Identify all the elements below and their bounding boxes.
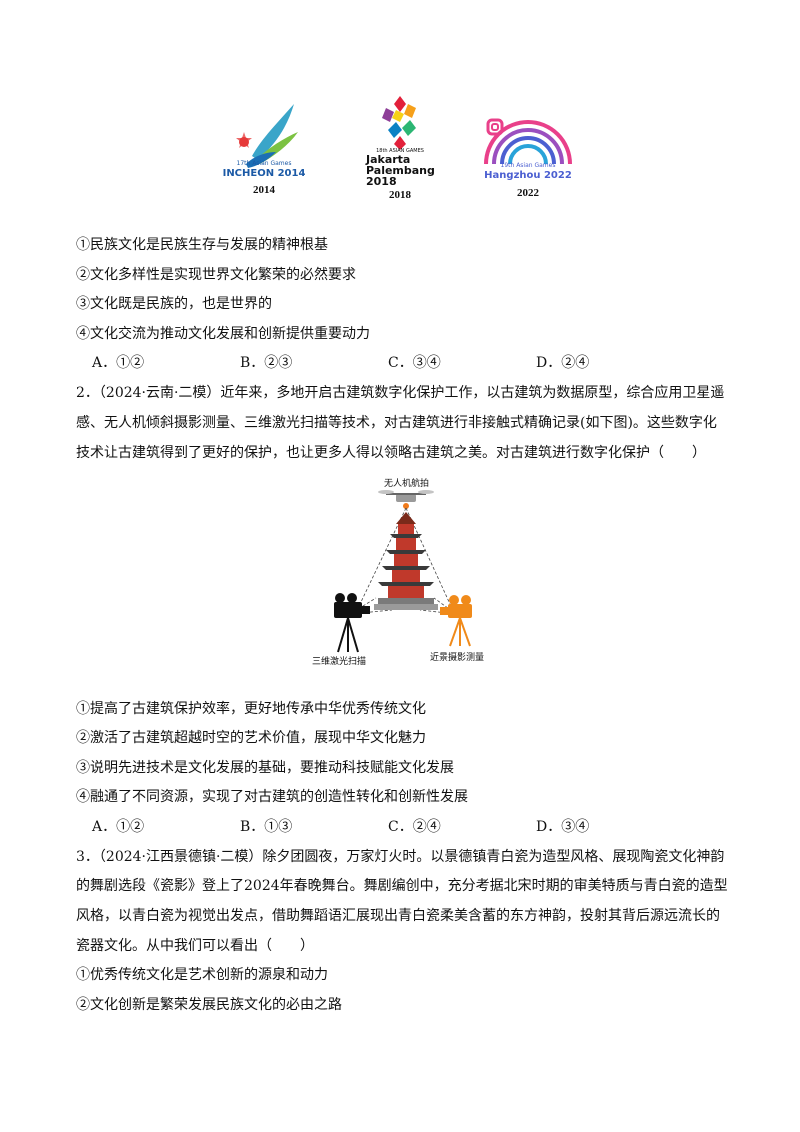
q0-item-4: ④文化交流为推动文化发展和创新提供重要动力 <box>76 326 370 342</box>
incheon-emblem-icon <box>236 104 298 168</box>
q3-stem-line-2: 的舞剧选段《瓷影》登上了2024年春晚舞台。舞剧编创中，充分考据北宋时期的审美特… <box>76 878 728 894</box>
q2-stem-line-1: 2．（2024·云南·二模）近年来，多地开启古建筑数字化保护工作，以古建筑为数据… <box>76 385 725 401</box>
incheon-2014-logo: 17th Asian Games INCHEON 2014 2014 <box>222 98 306 210</box>
asian-games-logos: 17th Asian Games INCHEON 2014 2014 18th … <box>0 92 800 210</box>
q0-item-2: ②文化多样性是实现世界文化繁荣的必然要求 <box>76 267 356 283</box>
q2-stem-line-2: 感、无人机倾斜摄影测量、三维激光扫描等技术，对古建筑进行非接触式精确记录(如下图… <box>76 415 717 431</box>
q0-item-3: ③文化既是民族的，也是世界的 <box>76 296 272 312</box>
jakarta-emblem-icon <box>382 96 416 150</box>
logo-name: Jakarta Palembang 2018 <box>366 154 442 187</box>
q2-item-3: ③说明先进技术是文化发展的基础，要推动科技赋能文化发展 <box>76 760 454 776</box>
logo-name: INCHEON 2014 <box>222 168 306 179</box>
logo-name-line-3: 2018 <box>366 175 397 188</box>
laser-scanner-icon <box>334 593 370 653</box>
photogrammetry-camera-icon <box>440 595 472 647</box>
drone-icon <box>378 490 434 509</box>
q2-item-1: ①提高了古建筑保护效率，更好地传承中华优秀传统文化 <box>76 701 426 717</box>
option-d[interactable]: D．②④ <box>536 355 590 371</box>
option-a[interactable]: A．①② <box>92 355 145 371</box>
q3-stem-line-4: 瓷器文化。从中我们可以看出（ ） <box>76 938 314 954</box>
q2-item-4: ④融通了不同资源，实现了对古建筑的创造性转化和创新性发展 <box>76 789 468 805</box>
option-b[interactable]: B．①③ <box>240 819 293 835</box>
option-b[interactable]: B．②③ <box>240 355 293 371</box>
q3-stem-line-1: 3．（2024·江西景德镇·二模）除夕团圆夜，万家灯火时。以景德镇青白瓷为造型风… <box>76 849 725 865</box>
q2-item-2: ②激活了古建筑超越时空的艺术价值，展现中华文化魅力 <box>76 730 426 746</box>
q0-item-1: ①民族文化是民族生存与发展的精神根基 <box>76 237 328 253</box>
q3-item-2: ②文化创新是繁荣发展民族文化的必由之路 <box>76 997 342 1013</box>
option-c[interactable]: C．②④ <box>388 819 441 835</box>
option-c[interactable]: C．③④ <box>388 355 441 371</box>
q3-stem-line-3: 风格，以青白瓷为视觉出发点，借助舞蹈语汇展现出青白瓷柔美含蓄的东方神韵，投射其背… <box>76 908 720 924</box>
pagoda-icon <box>374 512 438 610</box>
jakarta-palembang-2018-logo: 18th ASIAN GAMES Jakarta Palembang 2018 … <box>358 92 442 210</box>
logo-year: 2022 <box>517 187 539 199</box>
hangzhou-2022-logo: 19th Asian Games Hangzhou 2022 2022 <box>478 114 578 210</box>
diagram-graphic <box>334 490 472 653</box>
logo-caption: 19th Asian Games <box>500 162 556 169</box>
option-d[interactable]: D．③④ <box>536 819 590 835</box>
option-a[interactable]: A．①② <box>92 819 145 835</box>
digital-protection-diagram: 无人机航拍 <box>300 474 500 670</box>
q2-stem-line-3: 技术让古建筑得到了更好的保护，也让更多人得以领略古建筑之美。对古建筑进行数字化保… <box>76 445 706 461</box>
drone-label: 无人机航拍 <box>384 479 430 489</box>
logo-year: 2018 <box>389 189 411 201</box>
photogrammetry-label: 近景摄影测量 <box>430 653 485 663</box>
logo-caption: 17th Asian Games <box>236 160 292 167</box>
q3-item-1: ①优秀传统文化是艺术创新的源泉和动力 <box>76 967 328 983</box>
laser-scan-label: 三维激光扫描 <box>312 657 367 667</box>
logo-year: 2014 <box>253 184 275 196</box>
logo-caption: 18th ASIAN GAMES <box>376 148 424 154</box>
logo-name: Hangzhou 2022 <box>484 170 572 181</box>
hangzhou-emblem-icon <box>484 118 572 165</box>
